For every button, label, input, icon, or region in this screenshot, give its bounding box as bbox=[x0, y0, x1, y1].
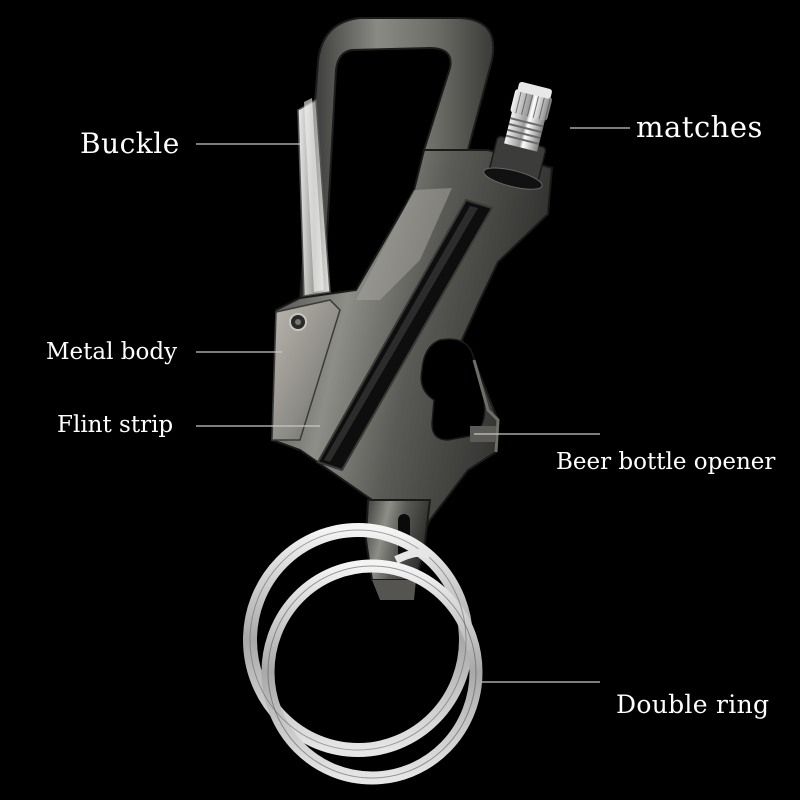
label-metal-body: Metal body bbox=[46, 339, 178, 365]
flint-strip bbox=[316, 198, 494, 472]
buckle-clip bbox=[297, 17, 495, 302]
label-matches: matches bbox=[636, 110, 763, 144]
label-double-ring: Double ring bbox=[616, 690, 770, 719]
label-flint-strip: Flint strip bbox=[57, 412, 174, 438]
matches-cap bbox=[483, 81, 552, 190]
label-buckle: Buckle bbox=[80, 127, 180, 160]
leader-lines bbox=[196, 127, 630, 683]
double-ring bbox=[243, 523, 483, 785]
label-bottle-opener: Beer bottle opener bbox=[556, 449, 776, 475]
